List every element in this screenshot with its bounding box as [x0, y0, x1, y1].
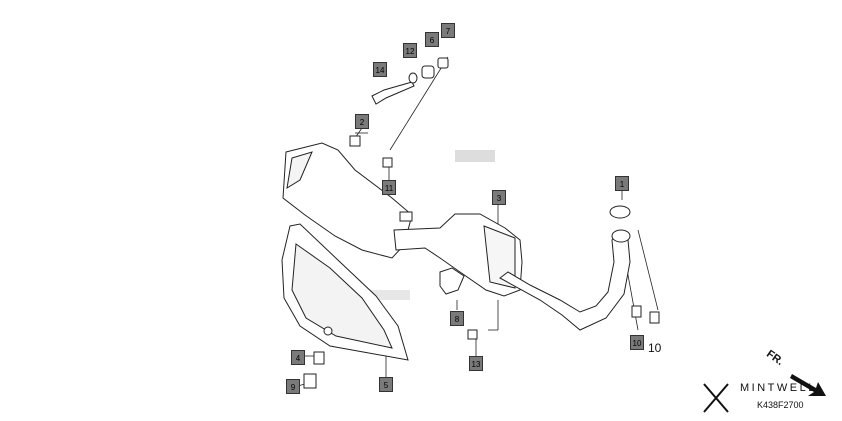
callout-13: 13 — [469, 356, 483, 371]
callout-12: 12 — [403, 43, 417, 58]
muffler — [393, 213, 631, 331]
callout-10: 10 — [630, 335, 644, 350]
callout-7: 7 — [441, 23, 455, 38]
callout-9: 9 — [286, 379, 300, 394]
lower-heat-cover — [281, 223, 409, 361]
plain-label-10: 10 — [648, 341, 662, 355]
callout-6: 6 — [425, 32, 439, 47]
upper-heat-shield — [282, 142, 413, 259]
callout-2: 2 — [355, 114, 369, 129]
callout-14: 14 — [373, 62, 387, 77]
brand-name: MINTWELL — [740, 382, 817, 394]
callout-1: 1 — [615, 176, 629, 191]
callout-3: 3 — [492, 190, 506, 205]
callout-8: 8 — [450, 311, 464, 326]
callout-11: 11 — [382, 180, 396, 195]
callout-5: 5 — [379, 377, 393, 392]
brand-logo-icon — [703, 383, 729, 413]
direction-arrow — [790, 374, 826, 396]
brand-block: MINTWELL K438F2700 — [700, 376, 830, 416]
small-parts — [303, 57, 660, 389]
callout-4: 4 — [291, 350, 305, 365]
diagram-code: K438F2700 — [757, 400, 804, 410]
